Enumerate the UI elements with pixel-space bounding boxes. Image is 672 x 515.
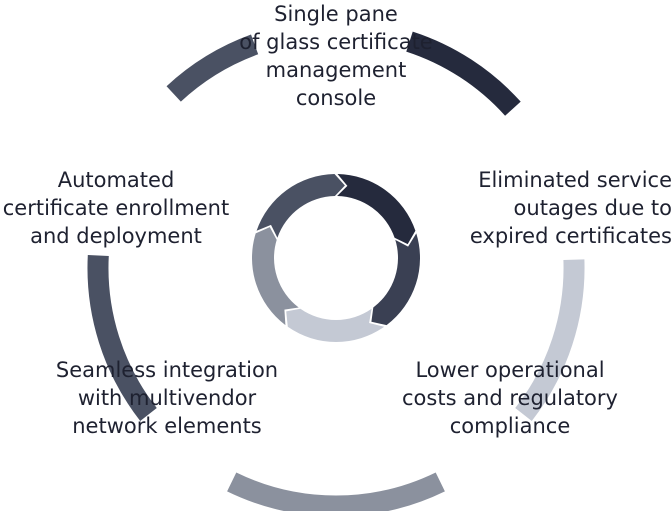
inner-cycle-segment <box>337 174 416 245</box>
outer-arc-left <box>87 254 157 421</box>
step-label-seamless-integration: Seamless integration with multivendor ne… <box>42 356 292 440</box>
inner-cycle-segment <box>371 233 420 326</box>
step-label-line: management <box>265 58 407 82</box>
step-label-line: of glass certificate <box>239 30 433 54</box>
outer-arc-top-left <box>166 34 259 102</box>
step-label-line: certificate enrollment <box>2 196 230 220</box>
step-label-line: Seamless integration <box>55 358 279 382</box>
step-label-lower-costs: Lower operational costs and regulatory c… <box>392 356 628 440</box>
step-label-automated-enrollment: Automated certificate enrollment and dep… <box>0 166 232 250</box>
step-label-line: outages due to <box>513 196 672 220</box>
step-label-line: compliance <box>449 414 571 438</box>
step-label-line: Automated <box>57 168 175 192</box>
step-label-line: and deployment <box>30 224 202 248</box>
inner-cycle-segment <box>256 174 345 238</box>
inner-cycle-segment <box>286 308 385 343</box>
step-label-line: Lower operational <box>415 358 605 382</box>
step-label-single-pane: Single pane of glass certificate managem… <box>216 0 456 112</box>
step-label-eliminated-outages: Eliminated service outages due to expire… <box>460 166 672 250</box>
step-label-line: network elements <box>72 414 262 438</box>
step-label-line: costs and regulatory <box>402 386 618 410</box>
inner-cycle-segment <box>252 227 299 326</box>
step-label-line: with multivendor <box>77 386 257 410</box>
step-label-line: expired certificates <box>469 224 672 248</box>
outer-arc-right <box>515 259 585 421</box>
step-label-line: Eliminated service <box>478 168 672 192</box>
step-label-line: console <box>295 86 377 110</box>
outer-arc-top-right <box>406 31 521 116</box>
outer-arc-bottom <box>227 472 445 515</box>
step-label-line: Single pane <box>274 2 398 26</box>
